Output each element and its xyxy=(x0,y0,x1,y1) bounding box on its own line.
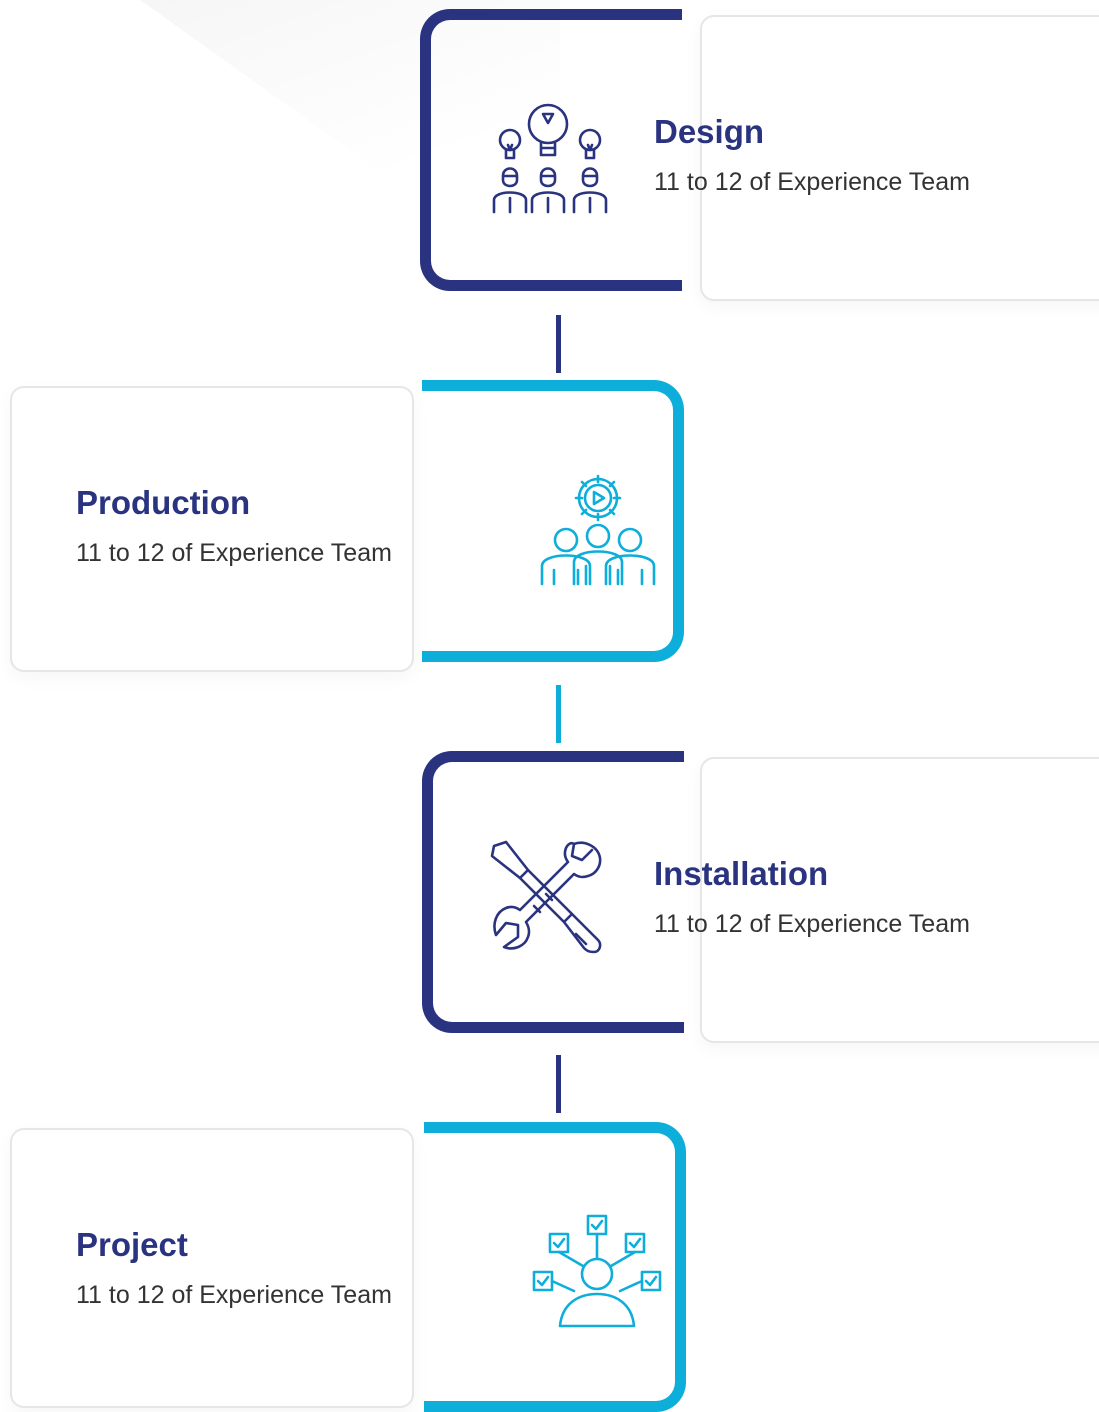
connector-1 xyxy=(556,315,561,373)
step-bracket-production xyxy=(422,380,684,662)
step-card-design xyxy=(700,15,1099,301)
step-subtitle-installation: 11 to 12 of Experience Team xyxy=(654,910,970,938)
connector-2 xyxy=(556,685,561,743)
step-card-installation xyxy=(700,757,1099,1043)
step-bracket-installation xyxy=(422,751,684,1033)
step-bracket-project xyxy=(424,1122,686,1412)
step-title-production: Production xyxy=(76,484,251,521)
team-gear-icon xyxy=(536,474,660,591)
step-subtitle-design: 11 to 12 of Experience Team xyxy=(654,168,970,196)
step-title-installation: Installation xyxy=(654,855,829,892)
step-card-production xyxy=(10,386,414,672)
step-title-project: Project xyxy=(76,1226,188,1263)
task-network-icon xyxy=(530,1214,664,1335)
step-card-project xyxy=(10,1128,414,1408)
step-subtitle-production: 11 to 12 of Experience Team xyxy=(76,539,392,567)
step-title-design: Design xyxy=(654,113,765,150)
tools-icon xyxy=(488,838,608,963)
team-ideas-icon xyxy=(486,100,610,221)
connector-3 xyxy=(556,1055,561,1113)
step-bracket-design xyxy=(420,9,682,291)
step-subtitle-project: 11 to 12 of Experience Team xyxy=(76,1281,392,1309)
